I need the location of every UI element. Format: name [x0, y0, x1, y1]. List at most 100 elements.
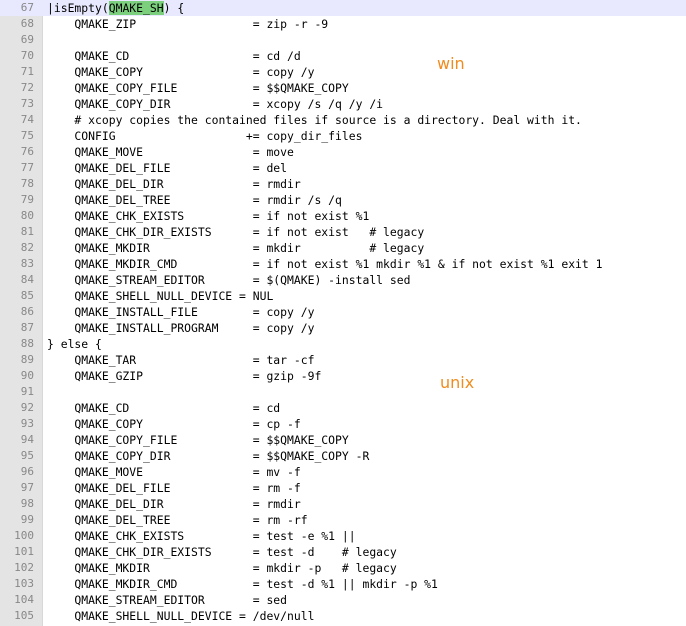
line-text[interactable]: QMAKE_SHELL_NULL_DEVICE = NUL	[47, 289, 274, 303]
line-number: 96	[20, 465, 34, 478]
line-text[interactable]: QMAKE_COPY_FILE = $$QMAKE_COPY	[47, 81, 349, 95]
code-line[interactable]: 99 QMAKE_DEL_TREE = rm -rf	[0, 512, 686, 528]
line-number: 83	[20, 257, 34, 270]
code-line[interactable]: 82 QMAKE_MKDIR = mkdir # legacy	[0, 240, 686, 256]
code-line[interactable]: 90 QMAKE_GZIP = gzip -9f	[0, 368, 686, 384]
line-text[interactable]: QMAKE_CHK_EXISTS = if not exist %1	[47, 209, 370, 223]
line-number: 104	[14, 593, 34, 606]
line-number: 99	[20, 513, 34, 526]
line-text[interactable]: QMAKE_COPY_DIR = xcopy /s /q /y /i	[47, 97, 384, 111]
code-line[interactable]: 74 # xcopy copies the contained files if…	[0, 112, 686, 128]
code-line[interactable]: 71 QMAKE_COPY = copy /y	[0, 64, 686, 80]
highlighted-token: QMAKE_SH	[108, 1, 164, 15]
line-number: 88	[20, 337, 34, 350]
line-text[interactable]: QMAKE_MKDIR_CMD = if not exist %1 mkdir …	[47, 257, 603, 271]
line-number: 100	[14, 529, 34, 542]
code-line[interactable]: 89 QMAKE_TAR = tar -cf	[0, 352, 686, 368]
code-line[interactable]: 78 QMAKE_DEL_DIR = rmdir	[0, 176, 686, 192]
code-line[interactable]: 96 QMAKE_MOVE = mv -f	[0, 464, 686, 480]
code-line[interactable]: 95 QMAKE_COPY_DIR = $$QMAKE_COPY -R	[0, 448, 686, 464]
line-text[interactable]: QMAKE_MOVE = mv -f	[47, 465, 301, 479]
line-text[interactable]: QMAKE_STREAM_EDITOR = sed	[47, 593, 288, 607]
code-line[interactable]: 67|isEmpty(QMAKE_SH) {	[0, 0, 686, 16]
code-line[interactable]: 98 QMAKE_DEL_DIR = rmdir	[0, 496, 686, 512]
code-line[interactable]: 68 QMAKE_ZIP = zip -r -9	[0, 16, 686, 32]
line-text[interactable]: QMAKE_CD = cd /d	[47, 49, 301, 63]
code-line[interactable]: 105 QMAKE_SHELL_NULL_DEVICE = /dev/null	[0, 608, 686, 624]
line-text[interactable]: QMAKE_GZIP = gzip -9f	[47, 369, 322, 383]
line-number: 102	[14, 561, 34, 574]
line-number: 97	[20, 481, 34, 494]
line-text[interactable]: QMAKE_DEL_FILE = rm -f	[47, 481, 301, 495]
line-text[interactable]: QMAKE_SHELL_NULL_DEVICE = /dev/null	[47, 609, 315, 623]
line-text[interactable]: QMAKE_TAR = tar -cf	[47, 353, 315, 367]
line-text[interactable]: QMAKE_DEL_DIR = rmdir	[47, 177, 301, 191]
code-line[interactable]: 94 QMAKE_COPY_FILE = $$QMAKE_COPY	[0, 432, 686, 448]
line-text[interactable]: QMAKE_COPY = copy /y	[47, 65, 315, 79]
line-text[interactable]: QMAKE_COPY = cp -f	[47, 417, 301, 431]
code-line[interactable]: 77 QMAKE_DEL_FILE = del	[0, 160, 686, 176]
code-line[interactable]: 84 QMAKE_STREAM_EDITOR = $(QMAKE) -insta…	[0, 272, 686, 288]
line-text[interactable]: } else {	[47, 337, 102, 351]
code-line[interactable]: 87 QMAKE_INSTALL_PROGRAM = copy /y	[0, 320, 686, 336]
code-line[interactable]: 101 QMAKE_CHK_DIR_EXISTS = test -d # leg…	[0, 544, 686, 560]
line-text[interactable]: # xcopy copies the contained files if so…	[47, 113, 582, 127]
code-line[interactable]: 69	[0, 32, 686, 48]
code-line[interactable]: 97 QMAKE_DEL_FILE = rm -f	[0, 480, 686, 496]
line-text[interactable]: QMAKE_CHK_EXISTS = test -e %1 ||	[47, 529, 356, 543]
line-number: 101	[14, 545, 34, 558]
code-line[interactable]: 70 QMAKE_CD = cd /d	[0, 48, 686, 64]
line-number: 95	[20, 449, 34, 462]
code-line[interactable]: 104 QMAKE_STREAM_EDITOR = sed	[0, 592, 686, 608]
line-text[interactable]: QMAKE_INSTALL_PROGRAM = copy /y	[47, 321, 315, 335]
line-text[interactable]: QMAKE_COPY_DIR = $$QMAKE_COPY -R	[47, 449, 370, 463]
line-text[interactable]: QMAKE_MKDIR = mkdir -p # legacy	[47, 561, 397, 575]
code-line[interactable]: 81 QMAKE_CHK_DIR_EXISTS = if not exist #…	[0, 224, 686, 240]
line-text[interactable]: QMAKE_COPY_FILE = $$QMAKE_COPY	[47, 433, 349, 447]
line-text[interactable]: QMAKE_STREAM_EDITOR = $(QMAKE) -install …	[47, 273, 411, 287]
line-text[interactable]: QMAKE_DEL_DIR = rmdir	[47, 497, 301, 511]
line-text[interactable]: QMAKE_CHK_DIR_EXISTS = test -d # legacy	[47, 545, 397, 559]
line-number: 98	[20, 497, 34, 510]
line-number: 87	[20, 321, 34, 334]
line-text[interactable]: QMAKE_MKDIR_CMD = test -d %1 || mkdir -p…	[47, 577, 438, 591]
code-line[interactable]: 88 } else {	[0, 336, 686, 352]
code-line[interactable]: 85 QMAKE_SHELL_NULL_DEVICE = NUL	[0, 288, 686, 304]
line-text[interactable]: |isEmpty(QMAKE_SH) {	[47, 0, 184, 16]
line-number: 77	[20, 161, 34, 174]
line-number: 84	[20, 273, 34, 286]
code-line[interactable]: 72 QMAKE_COPY_FILE = $$QMAKE_COPY	[0, 80, 686, 96]
line-number: 91	[20, 385, 34, 398]
code-line[interactable]: 83 QMAKE_MKDIR_CMD = if not exist %1 mkd…	[0, 256, 686, 272]
line-text[interactable]: QMAKE_CHK_DIR_EXISTS = if not exist # le…	[47, 225, 425, 239]
code-line[interactable]: 76 QMAKE_MOVE = move	[0, 144, 686, 160]
line-text[interactable]: CONFIG += copy_dir_files	[47, 129, 363, 143]
line-number: 73	[20, 97, 34, 110]
line-text[interactable]: QMAKE_CD = cd	[47, 401, 281, 415]
code-line[interactable]: 75 CONFIG += copy_dir_files	[0, 128, 686, 144]
code-line[interactable]: 80 QMAKE_CHK_EXISTS = if not exist %1	[0, 208, 686, 224]
line-text[interactable]: QMAKE_MKDIR = mkdir # legacy	[47, 241, 425, 255]
line-number: 75	[20, 129, 34, 142]
line-number: 105	[14, 609, 34, 622]
line-text[interactable]: QMAKE_DEL_TREE = rm -rf	[47, 513, 308, 527]
code-line[interactable]: 92 QMAKE_CD = cd	[0, 400, 686, 416]
code-line[interactable]: 102 QMAKE_MKDIR = mkdir -p # legacy	[0, 560, 686, 576]
line-text[interactable]: QMAKE_DEL_TREE = rmdir /s /q	[47, 193, 342, 207]
code-line[interactable]: 91	[0, 384, 686, 400]
code-line[interactable]: 86 QMAKE_INSTALL_FILE = copy /y	[0, 304, 686, 320]
code-line[interactable]: 79 QMAKE_DEL_TREE = rmdir /s /q	[0, 192, 686, 208]
line-number: 90	[20, 369, 34, 382]
code-line[interactable]: 100 QMAKE_CHK_EXISTS = test -e %1 ||	[0, 528, 686, 544]
line-text[interactable]: QMAKE_INSTALL_FILE = copy /y	[47, 305, 315, 319]
line-text[interactable]: QMAKE_MOVE = move	[47, 145, 294, 159]
line-text[interactable]: QMAKE_DEL_FILE = del	[47, 161, 288, 175]
annotation-win: win	[437, 54, 465, 73]
code-line[interactable]: 93 QMAKE_COPY = cp -f	[0, 416, 686, 432]
line-text[interactable]: QMAKE_ZIP = zip -r -9	[47, 17, 329, 31]
code-line[interactable]: 103 QMAKE_MKDIR_CMD = test -d %1 || mkdi…	[0, 576, 686, 592]
code-line[interactable]: 73 QMAKE_COPY_DIR = xcopy /s /q /y /i	[0, 96, 686, 112]
line-number: 78	[20, 177, 34, 190]
